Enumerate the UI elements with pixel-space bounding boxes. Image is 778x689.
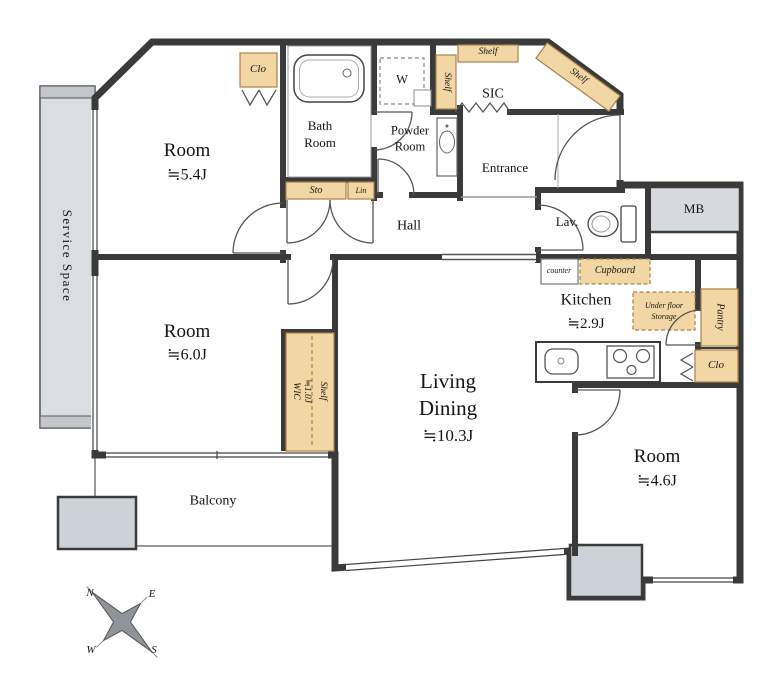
closet-right-label: Clo (708, 359, 724, 372)
entrance-label: Entrance (481, 160, 529, 176)
column-bottom-left (56, 495, 138, 551)
interior-walls (92, 42, 743, 571)
kitchen-size: ≒2.9J (567, 316, 605, 333)
lav-label: Lav. (555, 214, 579, 230)
room-5-4-size: ≒5.4J (167, 166, 207, 184)
pantry-area (700, 288, 739, 347)
front-door-arc (554, 114, 621, 181)
kitchen-label: Kitchen (560, 291, 612, 309)
wic-size: ≒1.0J (301, 378, 312, 404)
bath-room-label-2: Room (304, 135, 336, 151)
compass-e-label: E (148, 588, 156, 601)
living-dining-size: ≒10.3J (422, 426, 474, 446)
door-swings (232, 89, 702, 436)
bath-room-label-1: Bath (307, 118, 333, 134)
sic-shelf-top (457, 44, 519, 63)
washer-label: W (396, 72, 408, 87)
sic-label: SIC (482, 86, 504, 102)
room-6-0-size: ≒6.0J (167, 346, 207, 364)
sic-shelf-top-label: Shelf (478, 47, 498, 58)
room-5-4-label: Room (163, 140, 211, 162)
closet-top-left (239, 52, 278, 88)
balcony-label: Balcony (189, 493, 237, 509)
closet-right-bifold (679, 352, 694, 382)
vanity-sink-icon (436, 117, 458, 177)
powder-room-label-2: Room (394, 139, 426, 154)
kitchen-counter (535, 341, 661, 383)
cupboard-area (579, 258, 651, 285)
under-floor-storage-label-2: Storage (651, 311, 677, 321)
closet-top-left-bifold (241, 89, 277, 107)
sliding-door (442, 252, 536, 262)
closet-top-left-label: Clo (250, 63, 266, 76)
sic-shelf-left (435, 54, 457, 110)
under-floor-storage-label-1: Under floor (645, 300, 683, 310)
cupboard-label: Cupboard (594, 264, 636, 276)
wic-label: WIC (290, 382, 301, 400)
sto-label: Sto (309, 184, 323, 196)
stove-icon (606, 345, 655, 379)
service-space-label: Service Space (59, 209, 75, 303)
wic-area (285, 332, 335, 452)
powder-room-label-1: Powder (390, 123, 430, 138)
linen-closet (347, 181, 375, 200)
living-dining-label-2: Dining (418, 395, 478, 420)
compass-s-label: S (151, 644, 157, 657)
toilet-icon (587, 205, 637, 243)
storage-sto (285, 181, 347, 200)
room-6-0-label: Room (163, 321, 211, 343)
closet-right (694, 349, 739, 383)
bath-unit-outline (287, 45, 372, 178)
compass-rose (86, 586, 158, 658)
bathtub-icon (293, 54, 365, 103)
room-4-6-size: ≒4.6J (637, 472, 677, 490)
wic-shelf-label: Shelf (317, 381, 328, 401)
column-bottom-right (568, 543, 644, 599)
sic-shelf-diagonal (535, 42, 621, 112)
compass-n-label: N (86, 587, 94, 600)
counter-area (540, 258, 579, 285)
kitchen-sink-icon (544, 348, 579, 375)
hall-label: Hall (396, 218, 422, 234)
counter-label: counter (546, 265, 572, 275)
sic-accordion-door (454, 101, 511, 114)
storage-areas (239, 42, 739, 452)
under-floor-storage-area (632, 291, 696, 331)
living-dining-label-1: Living (420, 368, 476, 393)
mb-label: MB (683, 201, 705, 217)
pantry-label: Pantry (714, 303, 726, 331)
room-4-6-label: Room (633, 446, 681, 468)
washer-icon (379, 57, 432, 107)
windows (91, 110, 733, 584)
sic-shelf-left-label: Shelf (441, 72, 452, 92)
lin-label: Lin (355, 185, 367, 195)
compass-w-label: W (86, 644, 96, 657)
